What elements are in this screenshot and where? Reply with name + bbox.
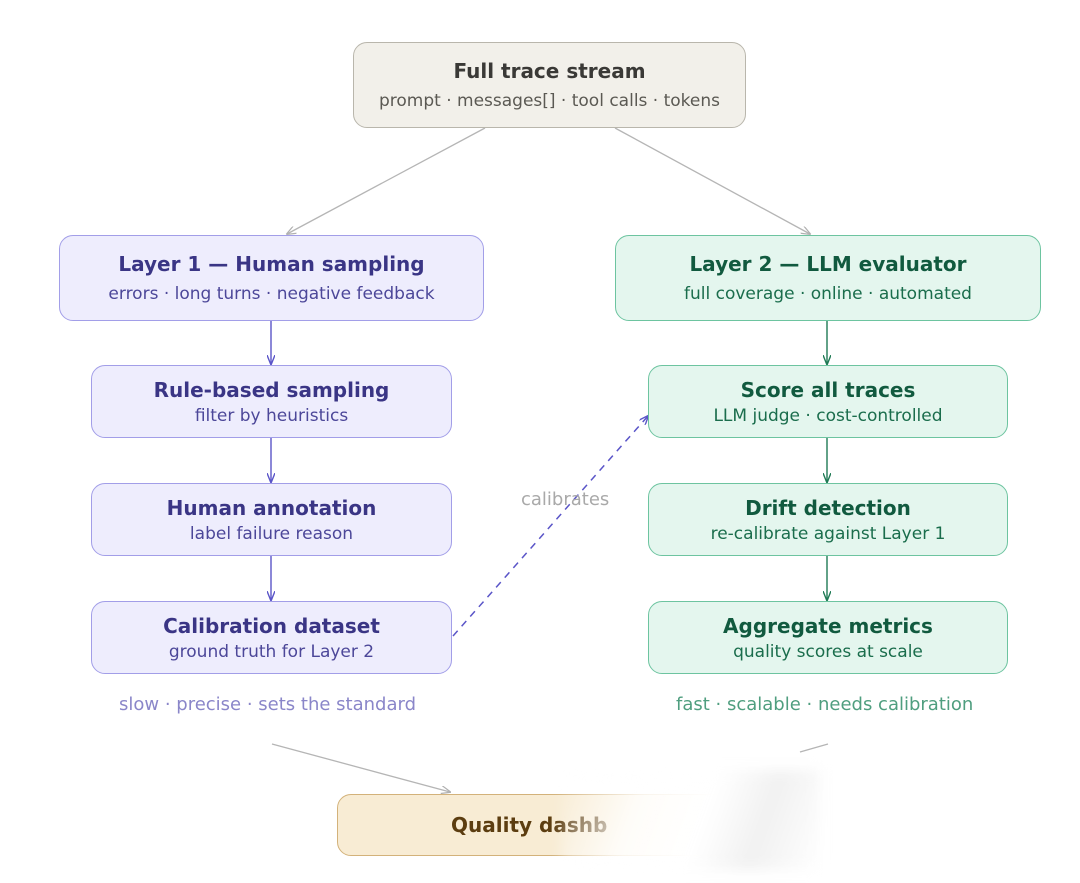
node-subtitle: LLM judge · cost-controlled (713, 405, 943, 426)
node-full-trace-stream: Full trace stream prompt · messages[] · … (353, 42, 746, 128)
node-title: Aggregate metrics (723, 613, 933, 638)
node-drift-detection: Drift detection re-calibrate against Lay… (648, 483, 1008, 556)
node-layer2-llm-evaluator: Layer 2 — LLM evaluator full coverage · … (615, 235, 1041, 321)
node-title: Layer 1 — Human sampling (118, 252, 425, 276)
edge-calibrates (452, 416, 648, 637)
node-subtitle: label failure reason (189, 523, 354, 544)
node-title: Score all traces (740, 377, 916, 402)
node-subtitle: full coverage · online · automated (684, 284, 972, 304)
node-title: Rule-based sampling (153, 377, 390, 402)
node-score-all-traces: Score all traces LLM judge · cost-contro… (648, 365, 1008, 438)
node-rule-based-sampling: Rule-based sampling filter by heuristics (91, 365, 452, 438)
node-aggregate-metrics: Aggregate metrics quality scores at scal… (648, 601, 1008, 674)
image-smudge-overlay (560, 770, 820, 870)
node-subtitle: prompt · messages[] · tool calls · token… (378, 91, 721, 111)
node-subtitle: errors · long turns · negative feedback (108, 284, 435, 304)
edge-right-to-dashboard (799, 743, 829, 753)
edge-left-to-dashboard (271, 743, 450, 792)
layer1-caption: slow · precise · sets the standard (119, 694, 417, 715)
edge-stream-to-layer1 (287, 127, 486, 234)
layer2-caption: fast · scalable · needs calibration (676, 694, 974, 715)
node-human-annotation: Human annotation label failure reason (91, 483, 452, 556)
node-calibration-dataset: Calibration dataset ground truth for Lay… (91, 601, 452, 674)
calibrates-label: calibrates (521, 489, 610, 510)
node-subtitle: filter by heuristics (194, 405, 349, 426)
edge-stream-to-layer2 (614, 127, 810, 234)
node-subtitle: quality scores at scale (733, 641, 923, 662)
node-subtitle: ground truth for Layer 2 (168, 641, 375, 662)
node-title: Human annotation (166, 495, 377, 520)
node-title: Layer 2 — LLM evaluator (689, 252, 967, 276)
node-layer1-human-sampling: Layer 1 — Human sampling errors · long t… (59, 235, 484, 321)
node-title: Calibration dataset (163, 613, 380, 638)
node-title: Full trace stream (453, 59, 646, 83)
node-subtitle: re-calibrate against Layer 1 (710, 523, 946, 544)
node-title: Drift detection (745, 495, 911, 520)
